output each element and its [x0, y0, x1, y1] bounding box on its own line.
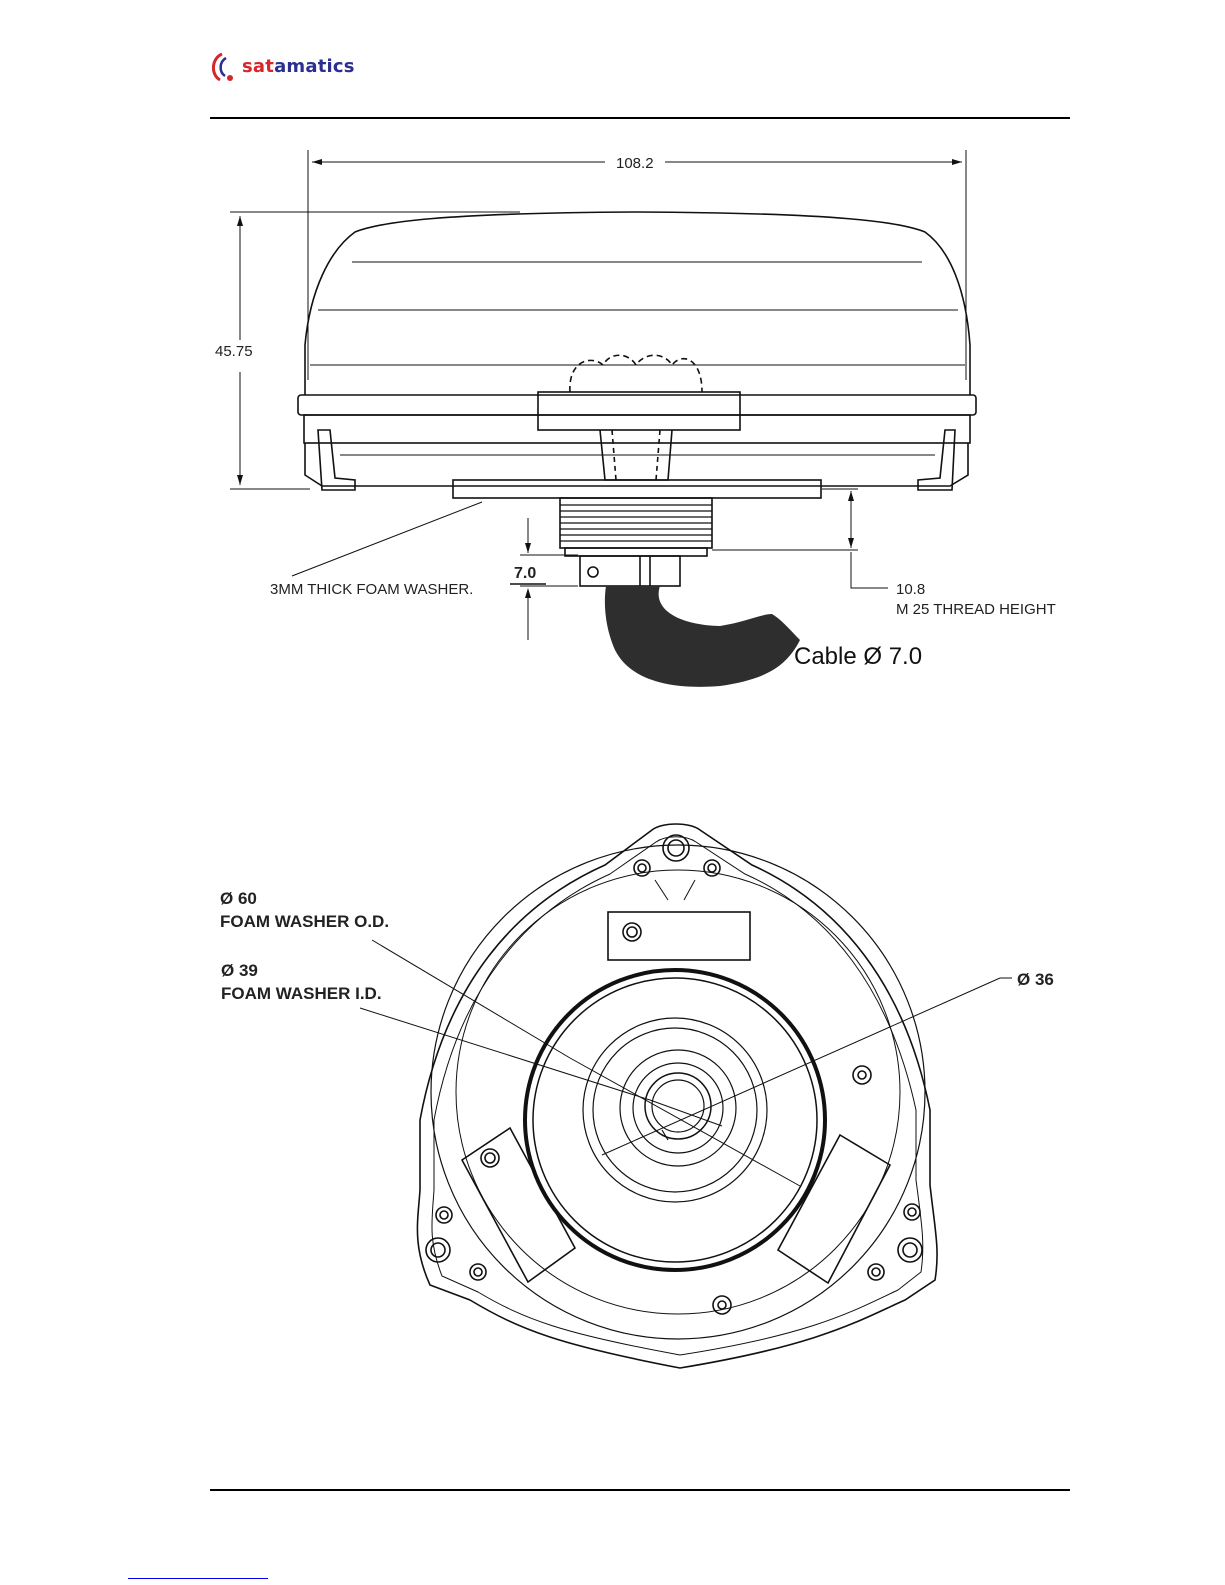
id-label: FOAM WASHER I.D.	[221, 984, 382, 1003]
footer-link-underline[interactable]	[128, 1578, 268, 1579]
id-dimension: Ø 39	[221, 961, 258, 980]
foam-washer-note: 3MM THICK FOAM WASHER.	[270, 581, 473, 598]
center-dimension: Ø 36	[1017, 970, 1054, 989]
height-dimension: 45.75	[215, 343, 253, 360]
footer-rule	[210, 1489, 1070, 1491]
od-label: FOAM WASHER O.D.	[220, 912, 389, 931]
nut-dimension: 7.0	[514, 565, 536, 582]
thread-note: M 25 THREAD HEIGHT	[896, 601, 1056, 618]
cable-note: Cable Ø 7.0	[794, 643, 922, 670]
width-dimension: 108.2	[616, 155, 654, 172]
od-dimension: Ø 60	[220, 889, 257, 908]
thread-dimension: 10.8	[896, 581, 925, 598]
